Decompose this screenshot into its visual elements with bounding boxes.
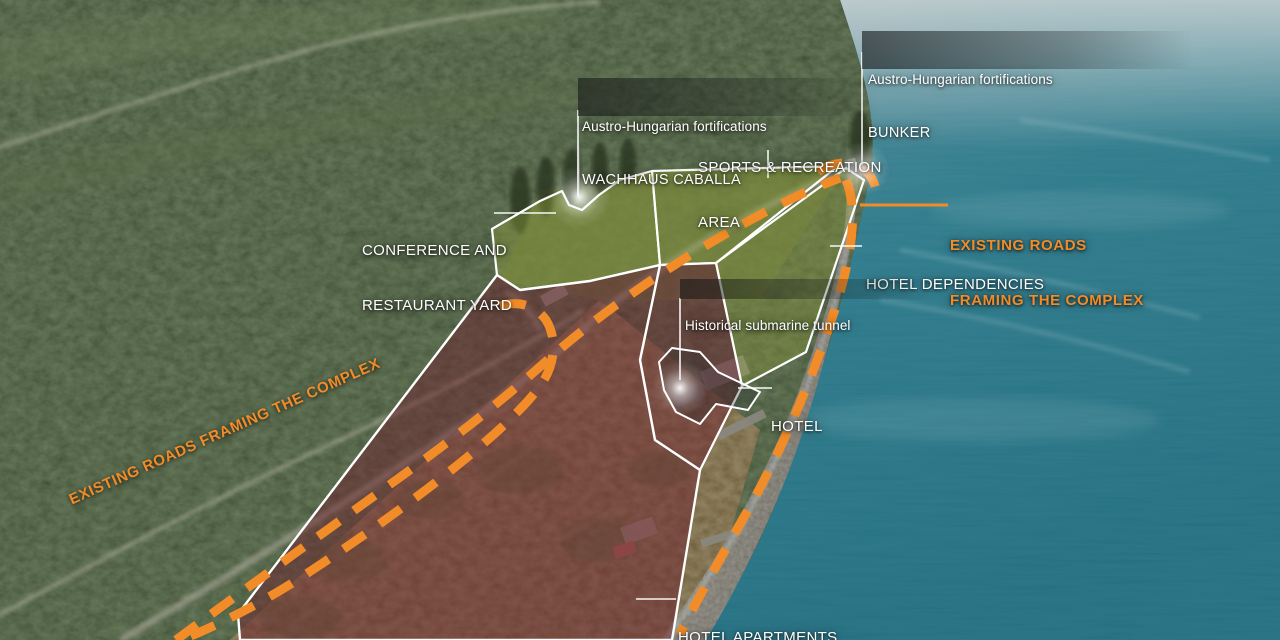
label-submarine-tunnel-line1: Historical submarine tunnel (685, 317, 851, 333)
label-bunker[interactable]: Austro-Hungarian fortifications BUNKER (868, 34, 1053, 180)
label-bunker-line2: BUNKER (868, 125, 931, 142)
label-wachhaus-caballa[interactable]: Austro-Hungarian fortifications WACHHAUS… (582, 81, 767, 227)
label-hotel-apartments[interactable]: HOTEL APARTMENTS (678, 591, 838, 640)
label-sports-line2: AREA (698, 214, 741, 232)
label-wachhaus-line2: WACHHAUS CABALLA (582, 172, 741, 189)
label-sports-line1: SPORTS & RECREATION (698, 158, 882, 176)
label-historical-submarine-tunnel[interactable]: Historical submarine tunnel (685, 280, 851, 371)
label-wachhaus-line1: Austro-Hungarian fortifications (582, 118, 767, 134)
label-existing-roads-right[interactable]: EXISTING ROADS FRAMING THE COMPLEX (950, 199, 1144, 348)
label-conference-line2: RESTAURANT YARD (362, 297, 512, 315)
label-existing-roads-right-line2: FRAMING THE COMPLEX (950, 292, 1144, 310)
label-hotel-apartments-line1: HOTEL APARTMENTS (678, 628, 838, 640)
label-hotel-line1: HOTEL (771, 417, 823, 435)
label-bunker-line1: Austro-Hungarian fortifications (868, 71, 1053, 87)
label-sports-and-recreation-area[interactable]: SPORTS & RECREATION AREA (698, 121, 882, 270)
label-conference-and-restaurant-yard[interactable]: CONFERENCE AND RESTAURANT YARD (362, 204, 512, 353)
label-existing-roads-right-line1: EXISTING ROADS (950, 236, 1087, 254)
label-conference-line1: CONFERENCE AND (362, 241, 507, 259)
label-hotel[interactable]: HOTEL (771, 380, 823, 473)
